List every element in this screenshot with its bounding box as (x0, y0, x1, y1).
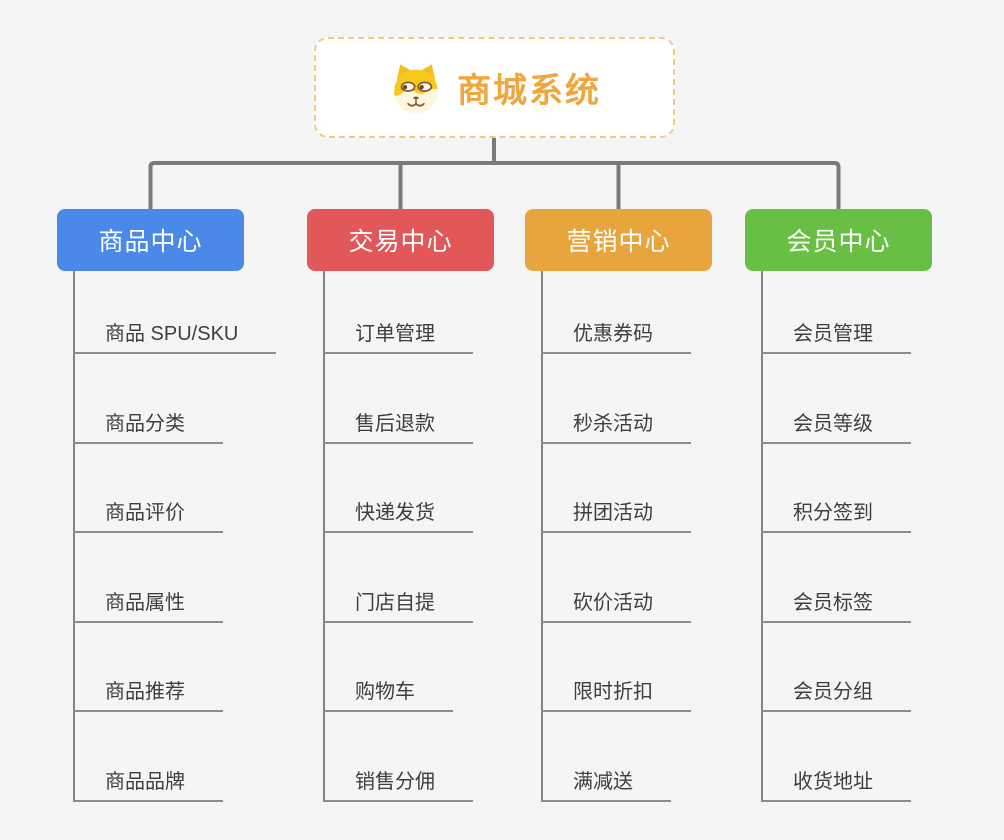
leaf-node[interactable]: 快递发货 (323, 500, 473, 533)
branch-spine-trade-center (323, 271, 325, 802)
leaf-node[interactable]: 拼团活动 (541, 500, 691, 533)
branch-node-product-center[interactable]: 商品中心 (57, 209, 244, 271)
branch-spine-marketing-center (541, 271, 543, 802)
leaf-node[interactable]: 优惠券码 (541, 321, 691, 354)
leaf-node[interactable]: 商品评价 (73, 500, 223, 533)
leaf-node[interactable]: 门店自提 (323, 590, 473, 623)
branch-node-trade-center[interactable]: 交易中心 (307, 209, 494, 271)
leaf-node[interactable]: 购物车 (323, 679, 453, 712)
branch-node-marketing-center[interactable]: 营销中心 (525, 209, 712, 271)
leaf-node[interactable]: 订单管理 (323, 321, 473, 354)
leaf-node[interactable]: 砍价活动 (541, 590, 691, 623)
leaf-node[interactable]: 会员标签 (761, 590, 911, 623)
leaf-node[interactable]: 满减送 (541, 769, 671, 802)
leaf-node[interactable]: 商品 SPU/SKU (73, 321, 277, 354)
leaf-node[interactable]: 限时折扣 (541, 679, 691, 712)
leaf-node[interactable]: 商品分类 (73, 411, 223, 444)
root-title: 商城系统 (457, 72, 601, 110)
branch-spine-member-center (761, 271, 763, 802)
leaf-node[interactable]: 会员分组 (761, 679, 911, 712)
branch-node-member-center[interactable]: 会员中心 (745, 209, 932, 271)
leaf-node[interactable]: 收货地址 (761, 769, 911, 802)
leaf-node[interactable]: 秒杀活动 (541, 411, 691, 444)
leaf-node[interactable]: 商品推荐 (73, 679, 223, 712)
branch-spine-product-center (73, 271, 75, 802)
leaf-node[interactable]: 会员管理 (761, 321, 911, 354)
leaf-node[interactable]: 积分签到 (761, 500, 911, 533)
leaf-node[interactable]: 商品属性 (73, 590, 223, 623)
leaf-node[interactable]: 会员等级 (761, 411, 911, 444)
branch-rail-line (148, 161, 841, 209)
dog-face-icon (388, 60, 444, 116)
leaf-node[interactable]: 销售分佣 (323, 769, 473, 802)
root-node[interactable]: 商城系统 (314, 37, 675, 138)
leaf-node[interactable]: 售后退款 (323, 411, 473, 444)
leaf-node[interactable]: 商品品牌 (73, 769, 223, 802)
